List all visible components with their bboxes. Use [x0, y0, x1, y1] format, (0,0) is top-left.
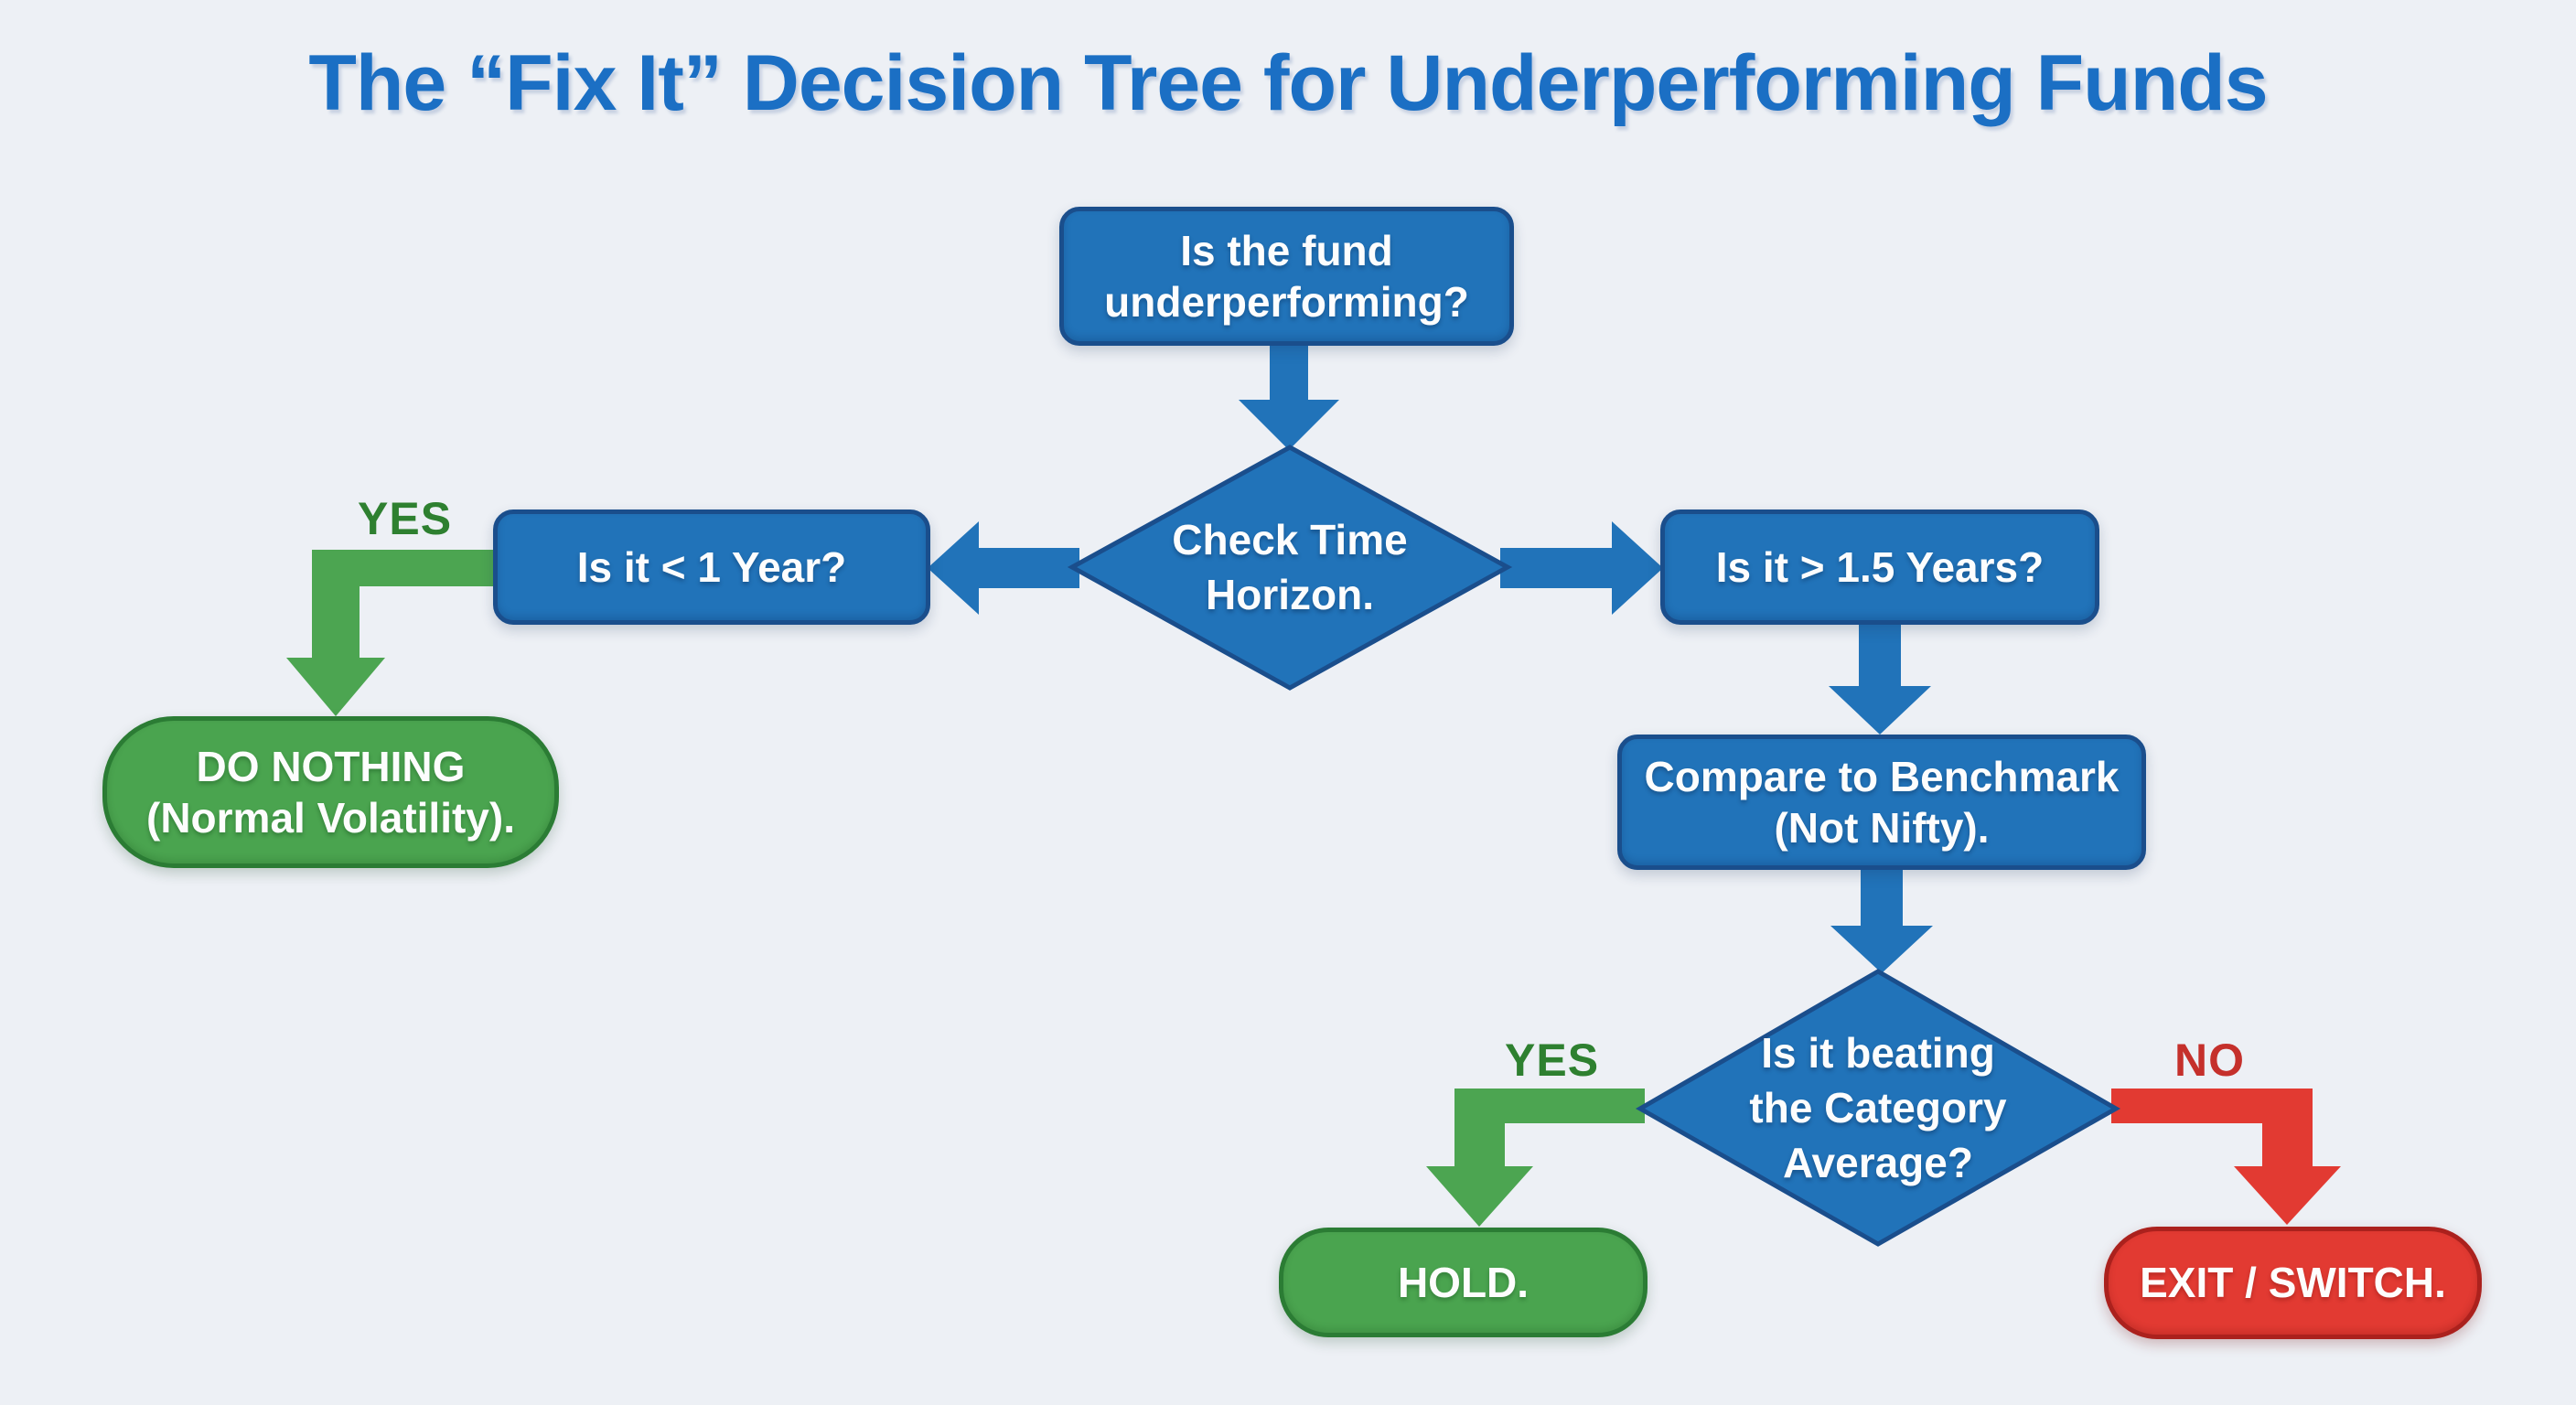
yes-elbow-arrowhead-icon: [286, 658, 385, 716]
node-start: Is the fund underperforming?: [1059, 207, 1514, 346]
node-compare-benchmark-line2: (Not Nifty).: [1774, 804, 1990, 852]
node-do-nothing: DO NOTHING (Normal Volatility).: [102, 716, 559, 868]
yes-elbow-vertical-segment: [312, 550, 360, 660]
node-beating-label: Is it beating the Category Average?: [1695, 999, 2061, 1218]
node-lt-1yr-line1: Is it < 1 Year?: [576, 542, 847, 591]
node-hold: HOLD.: [1279, 1228, 1648, 1337]
node-beating-line1: Is it beating: [1761, 1029, 1995, 1078]
page-title: The “Fix It” Decision Tree for Underperf…: [308, 39, 2268, 127]
node-beating-line2: the Category: [1749, 1084, 2007, 1132]
no-elbow-arrowhead-icon: [2234, 1166, 2341, 1225]
node-compare-benchmark-line1: Compare to Benchmark: [1644, 752, 2120, 800]
node-exit-switch-line1: EXIT / SWITCH.: [2140, 1259, 2446, 1307]
arrow-left-timecheck-to-lt1yr-icon: [928, 521, 1079, 615]
yes2-elbow-arrowhead-icon: [1426, 1166, 1533, 1227]
edge-label-yes-category: YES: [1505, 1035, 1600, 1086]
node-check-time-line1: Check Time: [1172, 516, 1408, 564]
node-gt-15yr-line1: Is it > 1.5 Years?: [1715, 542, 2045, 591]
yes2-elbow-vertical-segment: [1454, 1089, 1505, 1168]
edge-label-no-category: NO: [2174, 1035, 2245, 1086]
node-do-nothing-line2: (Normal Volatility).: [146, 794, 515, 842]
node-hold-line1: HOLD.: [1397, 1258, 1530, 1306]
node-start-line1: Is the fund: [1180, 226, 1393, 274]
node-lt-1yr: Is it < 1 Year?: [493, 509, 930, 625]
node-beating-line3: Average?: [1783, 1138, 1973, 1186]
node-compare-benchmark: Compare to Benchmark (Not Nifty).: [1617, 735, 2146, 870]
node-gt-15yr: Is it > 1.5 Years?: [1660, 509, 2099, 625]
node-exit-switch: EXIT / SWITCH.: [2104, 1227, 2482, 1339]
arrow-down-start-to-timecheck-icon: [1239, 342, 1339, 450]
timecheck-diamond-shape: [1067, 445, 1513, 691]
no-elbow-vertical-segment: [2262, 1089, 2313, 1168]
node-check-time-line2: Horizon.: [1206, 571, 1374, 618]
node-check-time-label: Check Time Horizon.: [1107, 501, 1473, 635]
node-do-nothing-line1: DO NOTHING: [196, 742, 466, 790]
arrow-down-gt15yr-to-compare-icon: [1829, 625, 1931, 735]
arrow-right-timecheck-to-gt15yr-icon: [1500, 521, 1663, 615]
arrow-down-compare-to-beating-icon: [1830, 870, 1933, 973]
node-start-line2: underperforming?: [1104, 278, 1469, 326]
edge-label-yes-time: YES: [358, 493, 453, 544]
beating-diamond-shape: [1635, 969, 2121, 1247]
